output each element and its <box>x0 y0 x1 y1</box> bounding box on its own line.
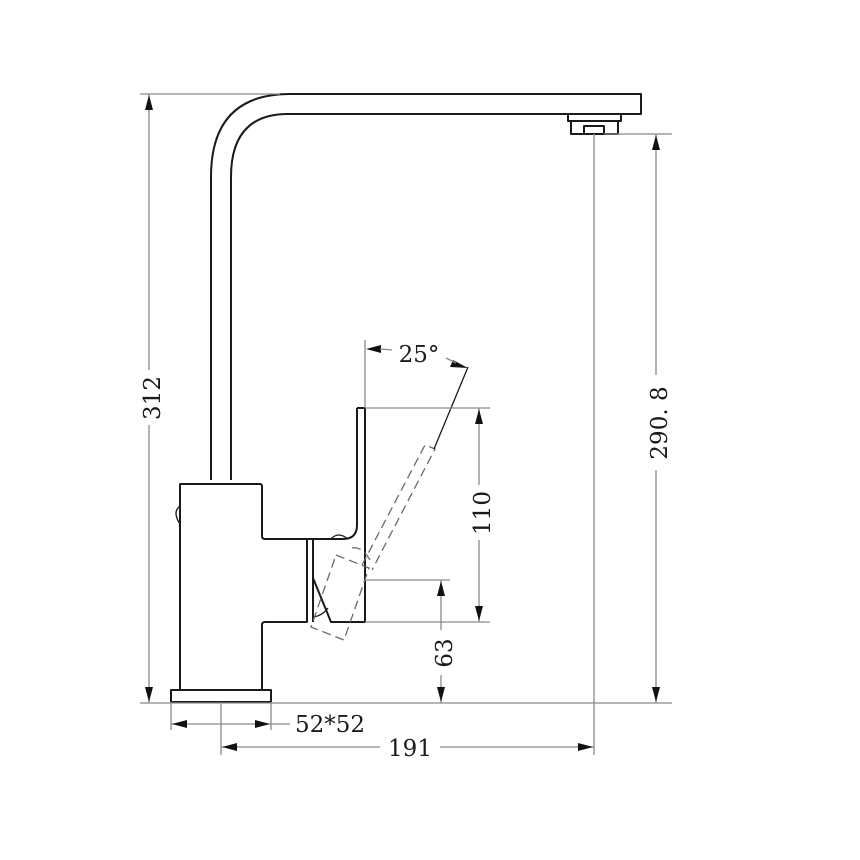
aerator <box>567 114 622 135</box>
handle-lever-top <box>313 408 358 540</box>
dim-handle-angle: 25° <box>399 342 440 368</box>
side-knob <box>175 505 181 525</box>
body <box>179 483 308 690</box>
aerator-tip <box>583 125 605 135</box>
spout-outer <box>210 93 642 480</box>
dim-total-height: 312 <box>140 376 166 420</box>
base-plate <box>170 689 272 703</box>
angle-arc-left <box>379 348 393 351</box>
dim-spout-outlet-height: 290. 8 <box>647 386 673 459</box>
dim-handle-offset: 63 <box>432 638 458 667</box>
angle-arc-right <box>445 357 457 364</box>
faucet-outline <box>170 93 642 703</box>
dim-spout-reach: 191 <box>388 736 432 762</box>
handle-rotated-position <box>310 444 436 641</box>
dimension-lines <box>140 93 672 755</box>
dim-base-size: 52*52 <box>295 712 365 738</box>
arrowheads <box>145 95 660 751</box>
dim-handle-height: 110 <box>470 491 496 535</box>
